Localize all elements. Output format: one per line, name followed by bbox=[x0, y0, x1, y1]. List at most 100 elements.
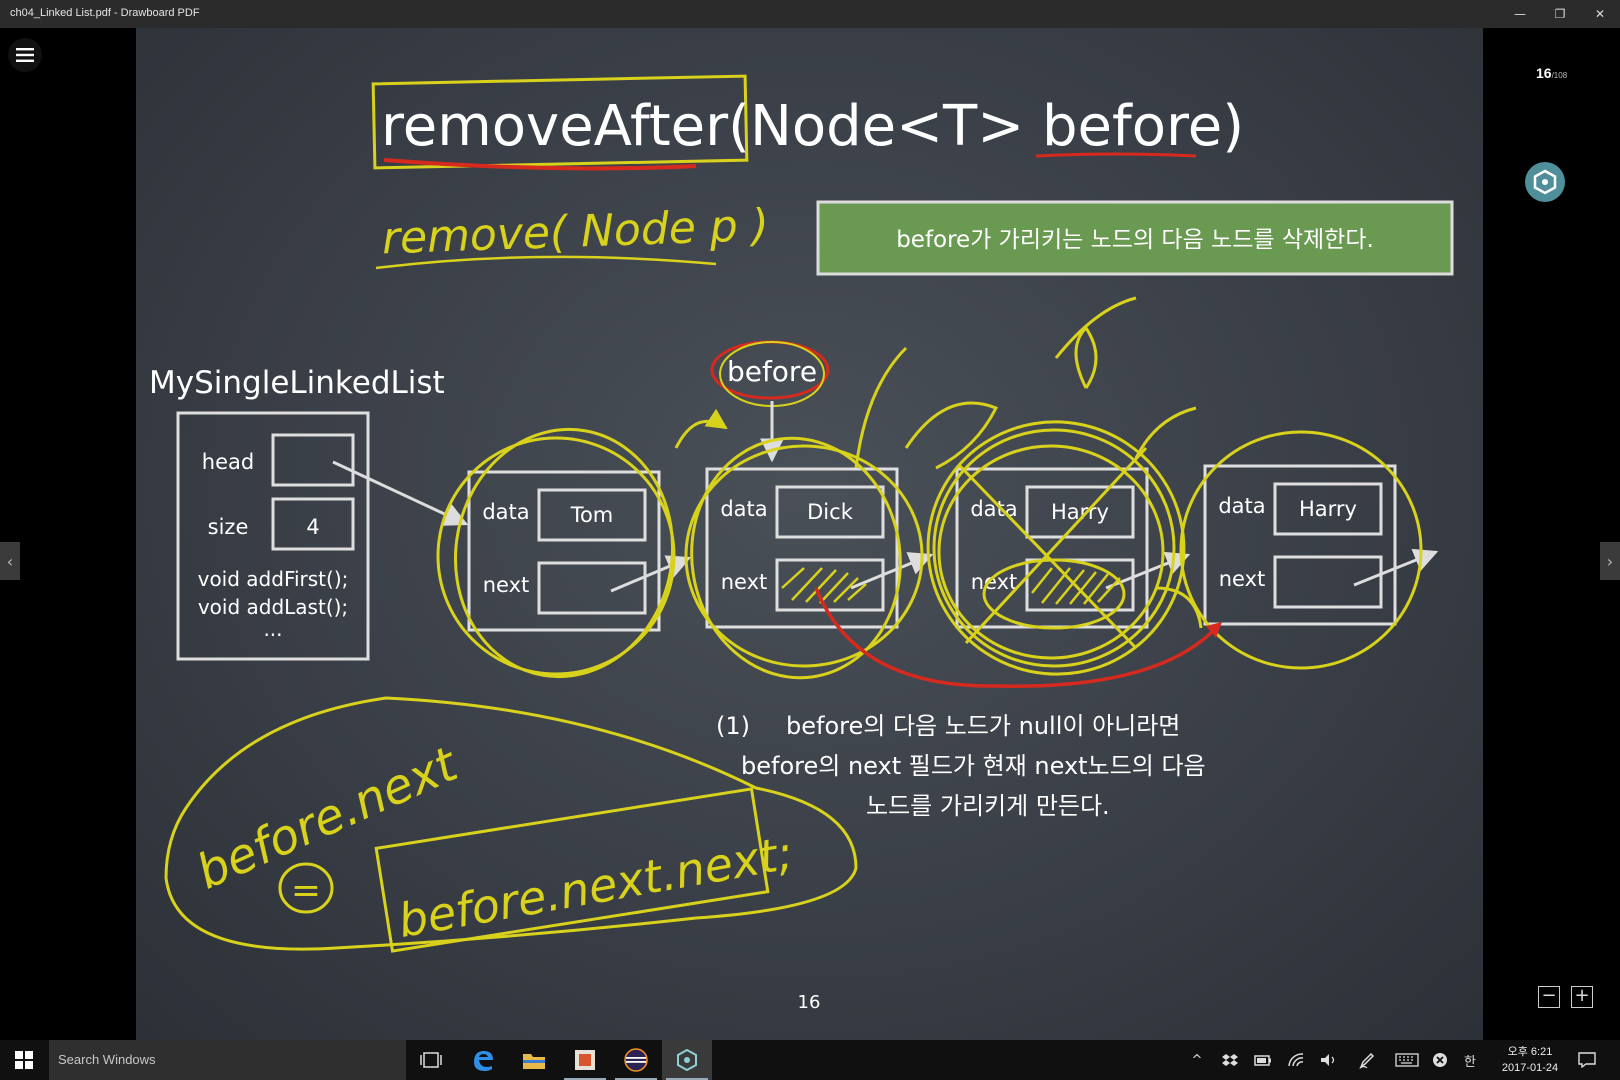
office-icon bbox=[575, 1050, 595, 1070]
battery-icon bbox=[1254, 1055, 1271, 1066]
next-page-button[interactable]: › bbox=[1600, 542, 1620, 580]
zoom-in-button[interactable]: + bbox=[1571, 986, 1593, 1008]
clock-time: 오후 6:21 bbox=[1507, 1046, 1553, 1058]
task-view-button[interactable] bbox=[406, 1040, 456, 1080]
node-value: Harry bbox=[1299, 497, 1357, 521]
explanation-number: (1) bbox=[716, 712, 750, 740]
dropbox-icon bbox=[1222, 1054, 1238, 1066]
slide-canvas: removeAfter(Node<T> before) remove( Node… bbox=[149, 74, 1454, 1013]
handwritten-equals: = bbox=[291, 870, 321, 911]
node-next-label: next bbox=[971, 570, 1018, 594]
before-red-underline bbox=[1035, 152, 1197, 158]
node-box bbox=[1203, 464, 1397, 626]
next-arrow bbox=[1353, 548, 1439, 587]
head-label: head bbox=[202, 450, 254, 474]
method-addlast: void addLast(); bbox=[198, 595, 348, 619]
head-field-box bbox=[271, 433, 355, 487]
show-hidden-icons-button[interactable]: ^ bbox=[1191, 1052, 1203, 1068]
pen-tray-button[interactable] bbox=[1352, 1040, 1382, 1080]
taskbar: Search Windows bbox=[0, 1040, 1620, 1080]
method-addfirst: void addFirst(); bbox=[198, 567, 349, 591]
action-center-button[interactable] bbox=[1572, 1040, 1602, 1080]
size-field-box bbox=[271, 497, 355, 551]
restore-button[interactable]: ❐ bbox=[1554, 7, 1566, 21]
clock-date: 2017-01-24 bbox=[1501, 1062, 1559, 1074]
drawboard-icon bbox=[677, 1049, 697, 1071]
node-data-box bbox=[1273, 482, 1383, 536]
office-app-button[interactable] bbox=[560, 1040, 610, 1080]
volume-tray-button[interactable] bbox=[1314, 1040, 1344, 1080]
list-object-box bbox=[176, 411, 370, 661]
folder-icon bbox=[523, 1054, 545, 1069]
node-box bbox=[705, 467, 899, 629]
next-arrow bbox=[850, 552, 934, 590]
status-tray-button[interactable] bbox=[1425, 1040, 1455, 1080]
drawboard-app-button[interactable] bbox=[662, 1040, 712, 1080]
window-title: ch04_Linked List.pdf - Drawboard PDF bbox=[10, 7, 200, 19]
touch-keyboard-button[interactable] bbox=[1392, 1040, 1422, 1080]
app-content: ‹ › removeAfter(Node<T> before) remove( … bbox=[0, 28, 1620, 1040]
explanation-line-3: 노드를 가리키게 만든다. bbox=[866, 792, 1110, 820]
prev-page-button[interactable]: ‹ bbox=[0, 542, 20, 580]
wifi-tray-button[interactable] bbox=[1281, 1040, 1311, 1080]
file-explorer-button[interactable] bbox=[509, 1040, 559, 1080]
pdf-page[interactable]: removeAfter(Node<T> before) remove( Node… bbox=[136, 28, 1483, 1040]
relink-arrowhead bbox=[1206, 622, 1222, 638]
start-button[interactable] bbox=[0, 1040, 48, 1080]
relink-red-path bbox=[814, 587, 1218, 688]
dropbox-tray-button[interactable] bbox=[1215, 1040, 1245, 1080]
node-next-box bbox=[1273, 555, 1383, 609]
list-class-label: MySingleLinkedList bbox=[149, 365, 445, 401]
size-label: size bbox=[208, 515, 249, 539]
edge-browser-button[interactable] bbox=[458, 1040, 508, 1080]
node-data-box bbox=[537, 488, 647, 542]
battery-tray-button[interactable] bbox=[1248, 1040, 1278, 1080]
search-input[interactable]: Search Windows bbox=[49, 1040, 406, 1080]
zoom-out-button[interactable]: − bbox=[1538, 986, 1560, 1008]
clock[interactable]: 오후 6:21 2017-01-24 bbox=[1490, 1044, 1570, 1076]
method-ellipsis: ... bbox=[263, 617, 282, 641]
node-next-box bbox=[775, 558, 885, 612]
hamburger-menu-button[interactable] bbox=[8, 38, 42, 72]
description-banner bbox=[816, 200, 1454, 276]
head-arrow bbox=[332, 460, 469, 526]
node-next-box bbox=[1025, 558, 1135, 612]
pen-icon bbox=[1359, 1052, 1375, 1069]
close-circle-icon bbox=[1433, 1053, 1447, 1067]
remove-underline bbox=[375, 255, 717, 270]
rhs-box bbox=[374, 787, 770, 953]
node-value: Dick bbox=[807, 500, 854, 524]
total-pages: /108 bbox=[1551, 71, 1568, 80]
wifi-icon bbox=[1288, 1053, 1304, 1067]
node-next-label: next bbox=[1219, 567, 1266, 591]
task-view-icon bbox=[420, 1052, 442, 1068]
close-button[interactable]: ✕ bbox=[1594, 7, 1606, 21]
explanation-line-2: before의 next 필드가 현재 next노드의 다음 bbox=[741, 752, 1206, 780]
node-next-label: next bbox=[483, 573, 530, 597]
node-data-label: data bbox=[720, 497, 767, 521]
hexagon-tool-icon bbox=[1533, 169, 1557, 195]
minimize-button[interactable]: — bbox=[1514, 7, 1526, 21]
volume-icon bbox=[1321, 1054, 1335, 1066]
equation-outline bbox=[164, 696, 858, 951]
banner-text: before가 가리키는 노드의 다음 노드를 삭제한다. bbox=[896, 227, 1374, 253]
current-page: 16 bbox=[1536, 65, 1552, 81]
ime-language-button[interactable]: 한 bbox=[1464, 1054, 1476, 1070]
handwritten-remove-note: remove( Node p ) bbox=[381, 200, 770, 264]
node-data-label: data bbox=[482, 500, 529, 524]
slide-title: removeAfter(Node<T> before) bbox=[381, 94, 1244, 159]
eclipse-app-button[interactable] bbox=[611, 1040, 661, 1080]
slide-page-number: 16 bbox=[798, 992, 821, 1013]
ruler-tool-button[interactable] bbox=[1525, 162, 1565, 202]
equals-circle bbox=[278, 862, 334, 914]
title-bar: ch04_Linked List.pdf - Drawboard PDF — ❐… bbox=[0, 0, 1620, 28]
next-arrow bbox=[610, 555, 692, 593]
edge-icon bbox=[474, 1051, 493, 1071]
title-red-underline bbox=[383, 158, 697, 171]
title-highlight-box bbox=[371, 74, 749, 170]
notification-icon bbox=[1578, 1052, 1596, 1068]
hamburger-icon bbox=[16, 48, 34, 62]
search-placeholder: Search Windows bbox=[58, 1052, 156, 1067]
node-next-box bbox=[537, 561, 647, 615]
scribble-hatching bbox=[781, 567, 1121, 605]
